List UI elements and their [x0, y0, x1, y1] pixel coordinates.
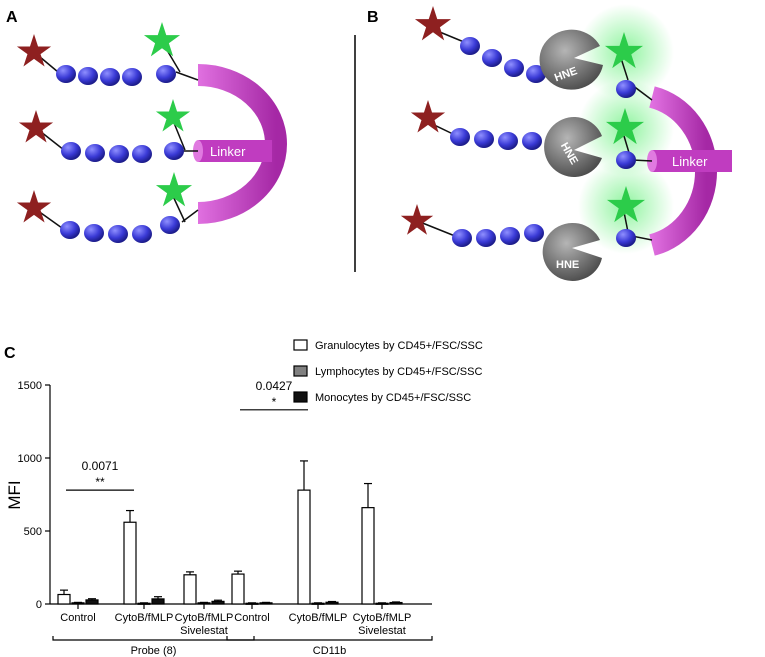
bar — [297, 489, 311, 605]
x-tick-label: Sivelestat — [358, 625, 406, 637]
legend: Granulocytes by CD45+/FSC/SSC Lymphocyte… — [293, 339, 483, 404]
fluorophore-star-icon — [155, 99, 191, 132]
significance-stars: ** — [95, 475, 105, 489]
bar — [151, 598, 165, 605]
p-value-label: 0.0071 — [82, 459, 119, 473]
hne-enzyme-2: HNE — [544, 117, 602, 178]
cleaved-chain-b3 — [400, 186, 653, 247]
peptide-chain-a2 — [18, 99, 198, 163]
svg-text:Lymphocytes by CD45+/FSC/SSC: Lymphocytes by CD45+/FSC/SSC — [315, 366, 482, 378]
svg-text:Granulocytes by CD45+/FSC/SSC: Granulocytes by CD45+/FSC/SSC — [315, 340, 483, 352]
quencher-star-icon — [400, 204, 434, 235]
panel-b: B Linker — [367, 4, 732, 281]
bar — [211, 600, 225, 605]
x-tick-label: CytoB/fMLP — [175, 612, 234, 624]
peptide-chain-a3 — [16, 172, 199, 243]
x-tick-label: CytoB/fMLP — [115, 612, 174, 624]
linker-arc-a — [197, 64, 287, 224]
y-tick-label: 1500 — [18, 380, 42, 392]
legend-item-lymphocytes: Lymphocytes by CD45+/FSC/SSC — [293, 365, 482, 378]
cleaved-chain-b2 — [410, 100, 653, 169]
peptide-chain-a1 — [16, 22, 199, 86]
bar — [183, 574, 197, 605]
linker-label-b: Linker — [672, 154, 708, 169]
hne-enzyme-1: HNE — [539, 29, 603, 90]
bar — [197, 602, 211, 605]
fluorophore-star-icon — [143, 22, 181, 57]
quencher-star-icon — [16, 190, 52, 223]
y-tick-label: 0 — [36, 599, 42, 611]
group-label: Probe (8) — [131, 645, 177, 657]
p-value-label: 0.0427 — [256, 379, 293, 393]
y-tick-label: 1000 — [18, 453, 42, 465]
panel-b-label: B — [367, 9, 379, 26]
y-axis-label: MFI — [5, 480, 24, 509]
bar — [85, 599, 99, 605]
bar — [71, 602, 85, 605]
linker-label-a: Linker — [210, 144, 246, 159]
bar — [325, 601, 339, 605]
x-tick-label: Control — [60, 612, 95, 624]
hne-enzyme-3: HNE — [542, 222, 602, 281]
panel-c: C Granulocytes by CD45+/FSC/SSC Lymphocy… — [4, 339, 483, 657]
cleaved-chain-b1 — [414, 6, 653, 101]
fluorophore-star-icon — [155, 172, 193, 207]
bar — [389, 601, 403, 605]
group-bracket — [226, 636, 433, 641]
bar — [123, 521, 137, 605]
panel-a-label: A — [6, 9, 18, 26]
bar — [57, 593, 71, 605]
bar — [361, 507, 375, 605]
x-tick-label: CytoB/fMLP — [289, 612, 348, 624]
x-tick-label: Control — [234, 612, 269, 624]
linker-rod-a: Linker — [193, 140, 272, 162]
group-label: CD11b — [313, 645, 346, 657]
significance-stars: * — [272, 395, 277, 409]
y-tick-label: 500 — [24, 526, 42, 538]
bar — [231, 573, 245, 605]
x-tick-label: CytoB/fMLP — [353, 612, 412, 624]
bar — [259, 602, 273, 605]
linker-rod-b: Linker — [647, 150, 732, 172]
x-tick-label: Sivelestat — [180, 625, 228, 637]
group-bracket — [52, 636, 255, 641]
legend-item-granulocytes: Granulocytes by CD45+/FSC/SSC — [293, 339, 483, 352]
hne-label: HNE — [556, 259, 579, 271]
panel-a: A Linker — [6, 9, 287, 243]
panel-c-label: C — [4, 345, 16, 362]
svg-text:Monocytes by CD45+/FSC/SSC: Monocytes by CD45+/FSC/SSC — [315, 392, 471, 404]
legend-item-monocytes: Monocytes by CD45+/FSC/SSC — [293, 391, 471, 404]
